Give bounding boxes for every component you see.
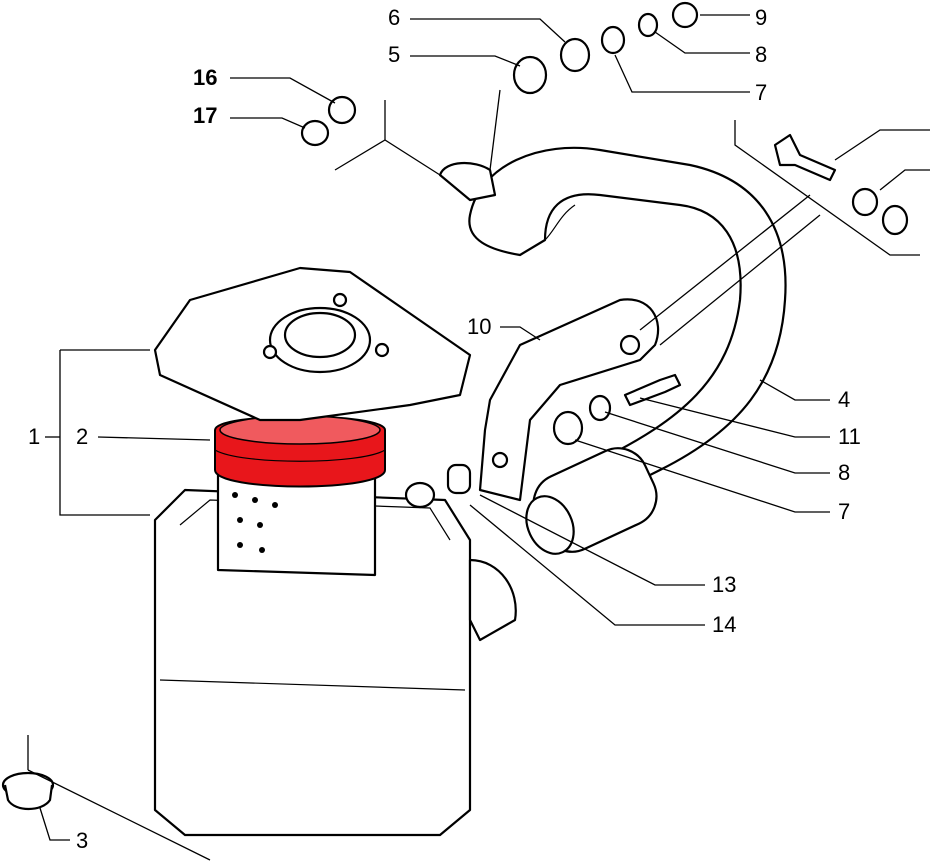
filter-element-part-2[interactable] [214,415,386,577]
callout-8b: 8 [838,460,850,485]
callout-16: 16 [193,65,217,90]
callout-8: 8 [755,42,767,67]
callout-14: 14 [712,612,736,637]
callout-13: 13 [712,572,736,597]
air-filter-housing-part-1[interactable] [1,488,517,837]
leader-lines [27,14,930,861]
elbow-connector[interactable] [517,438,666,561]
callout-3: 3 [76,828,88,853]
callout-17: 17 [193,103,217,128]
callout-9: 9 [755,5,767,30]
callout-7: 7 [755,80,767,105]
callout-11: 11 [838,424,861,449]
callout-10: 10 [467,314,491,339]
callout-labels: 6 5 9 8 7 16 17 10 4 11 8 7 13 14 1 2 3 [28,5,861,853]
callout-7b: 7 [838,499,850,524]
callout-2: 2 [76,424,88,449]
air-filter-lid[interactable] [153,266,472,422]
bracket-part-10[interactable] [478,298,660,502]
callout-5: 5 [388,42,400,67]
small-fasteners[interactable] [300,1,909,509]
callout-4: 4 [838,387,850,412]
callout-1: 1 [28,424,40,449]
callout-6: 6 [388,5,400,30]
